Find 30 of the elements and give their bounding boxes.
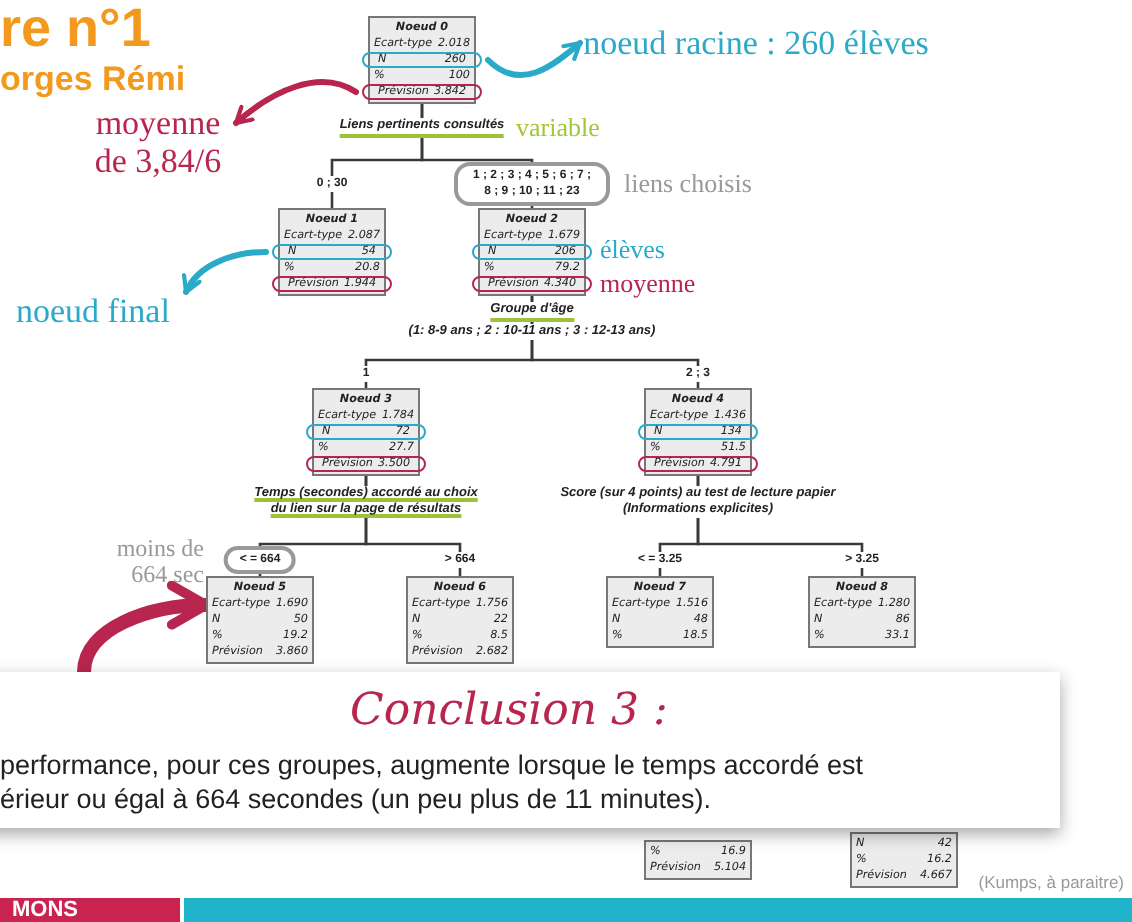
annotation-text: élèves [600, 236, 665, 264]
annotation-text: noeud final [16, 292, 216, 330]
tree-node-box [850, 832, 958, 888]
annotation-text: moins de 664 sec [114, 536, 204, 588]
curved-arrow [485, 40, 583, 79]
author-text: orges Rémi [0, 60, 186, 100]
annotation-text: liens choisis [624, 168, 752, 200]
conclusion-text: performance, pour ces groupes, augmente lorsque le temps accordé est érieur ou égal à 664 secondes (un peu plus de 11 minutes). [0, 748, 865, 816]
annotation-text: noeud racine : 260 élèves [580, 24, 932, 62]
tree-node-box [808, 576, 916, 648]
annotation-text: moyenne [600, 270, 696, 298]
annotation-text: variable [516, 112, 600, 144]
tree-node-box [606, 576, 714, 648]
footer-bar: MONS [0, 898, 180, 922]
tree-node-box [478, 208, 586, 296]
tree-node-box [406, 576, 514, 664]
tree-node-box [368, 16, 476, 104]
tree-node-box [644, 840, 752, 880]
tree-node-box [278, 208, 386, 296]
citation-text: (Kumps, à paraitre) [978, 872, 1124, 892]
tree-node-box [644, 388, 752, 476]
tree-node-box [312, 388, 420, 476]
conclusion-heading: Conclusion 3 : [350, 684, 670, 740]
title-text: re n°1 [0, 0, 151, 56]
tree-node-box [206, 576, 314, 664]
tree-connector [696, 474, 864, 578]
conclusion-card [0, 672, 1060, 828]
curved-arrow [183, 249, 269, 295]
annotation-text: moyenne de 3,84/6 [80, 104, 236, 180]
curved-arrow [233, 79, 359, 126]
